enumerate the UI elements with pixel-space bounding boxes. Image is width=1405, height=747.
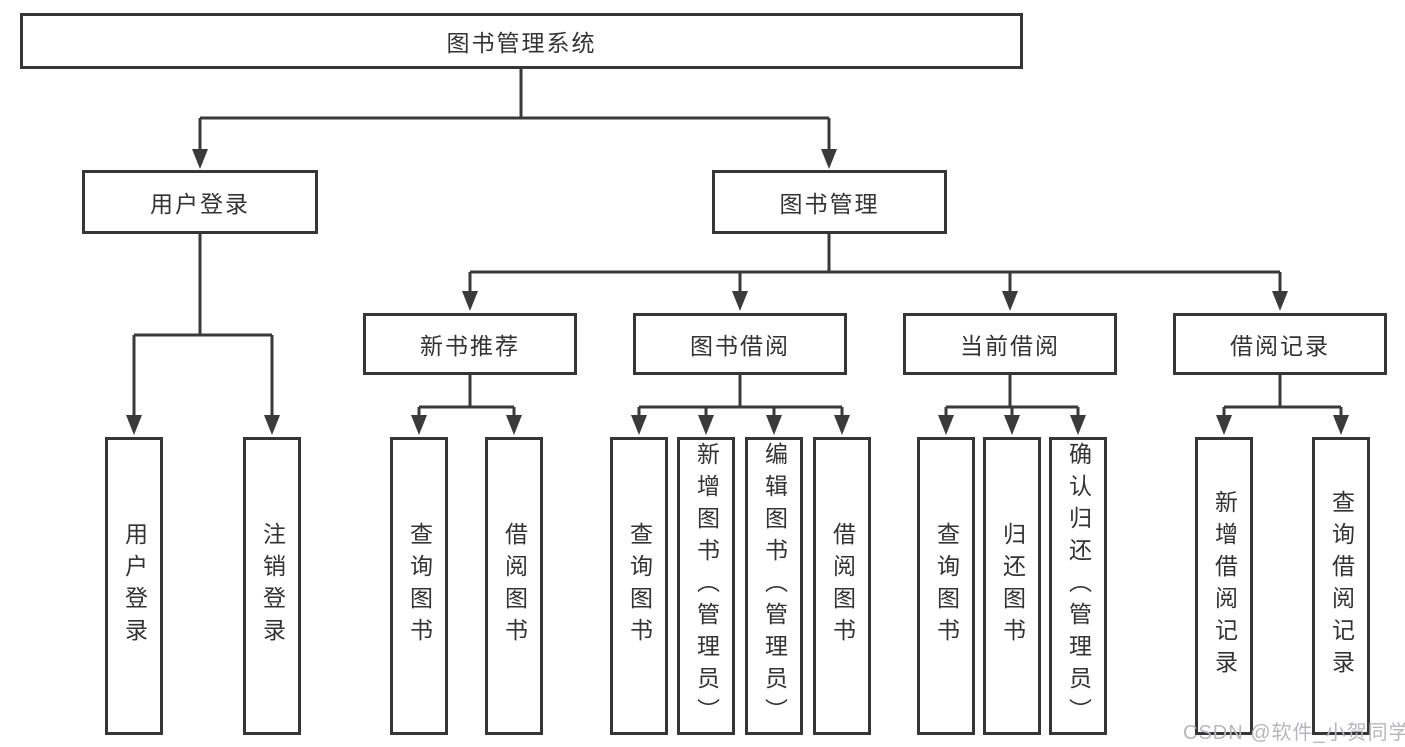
edge-user-login-to-leaves xyxy=(132,233,274,419)
leaf-user-login: 用户登录 xyxy=(105,437,163,735)
node-current-borrow: 当前借阅 xyxy=(903,313,1117,375)
edge-borrow-records-to-leaves xyxy=(1222,375,1343,419)
node-book-borrow: 图书借阅 xyxy=(633,313,847,375)
leaf-return-books: 归还图书 xyxy=(983,437,1041,735)
edge-current-borrow-to-leaves xyxy=(944,375,1080,419)
leaf-add-books-admin: 新增图书（管理员） xyxy=(677,437,735,735)
edge-book-borrow-to-leaves xyxy=(637,375,844,419)
leaf-query-books-3: 查询图书 xyxy=(917,437,975,735)
edge-new-books-to-leaves xyxy=(417,375,516,419)
leaf-query-borrow-record: 查询借阅记录 xyxy=(1312,437,1370,735)
leaf-logout: 注销登录 xyxy=(243,437,301,735)
arrowheads xyxy=(126,149,1349,435)
leaf-borrow-books-2: 借阅图书 xyxy=(813,437,871,735)
node-user-login: 用户登录 xyxy=(82,170,318,234)
edge-book-management-to-level3 xyxy=(468,234,1282,295)
node-new-book-recommend: 新书推荐 xyxy=(363,313,577,375)
edge-root-to-level2 xyxy=(198,69,831,152)
leaf-query-books-2: 查询图书 xyxy=(610,437,668,735)
leaf-query-books-1: 查询图书 xyxy=(390,437,448,735)
leaf-borrow-books-1: 借阅图书 xyxy=(485,437,543,735)
node-book-management: 图书管理 xyxy=(712,170,947,234)
leaf-add-borrow-record: 新增借阅记录 xyxy=(1195,437,1253,735)
node-root-system: 图书管理系统 xyxy=(20,13,1023,69)
csdn-watermark: CSDN @软件_小贺同学 xyxy=(1183,722,1405,744)
node-borrow-records: 借阅记录 xyxy=(1173,313,1387,375)
leaf-edit-books-admin: 编辑图书（管理员） xyxy=(745,437,803,735)
leaf-confirm-return-admin: 确认归还（管理员） xyxy=(1049,437,1107,735)
